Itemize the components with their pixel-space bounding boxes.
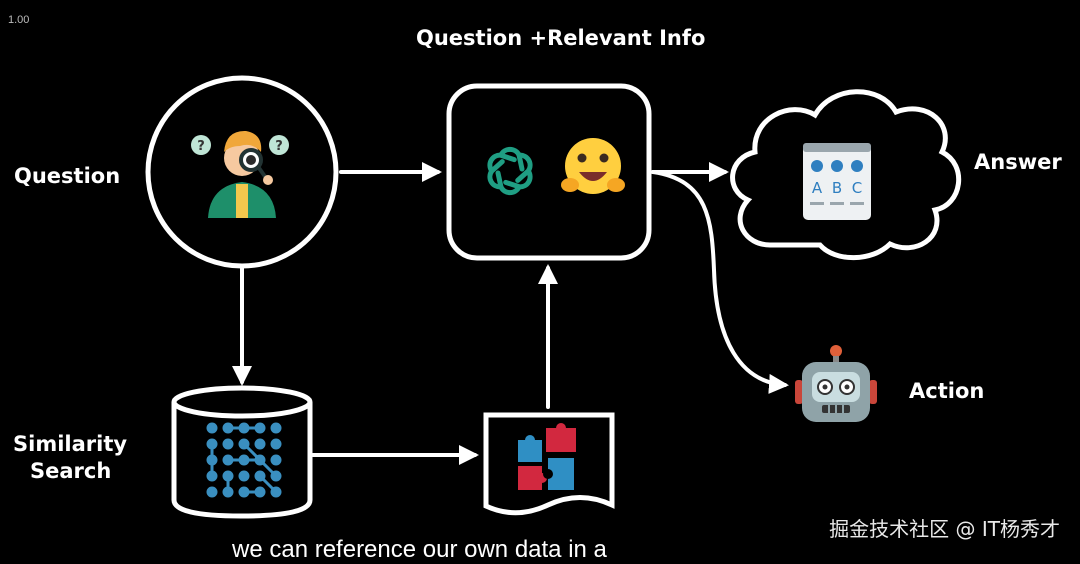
svg-text:?: ? bbox=[275, 139, 283, 154]
watermark: 掘金技术社区 @ IT杨秀才 bbox=[829, 513, 1060, 542]
action-label: Action bbox=[909, 379, 984, 403]
svg-text:?: ? bbox=[197, 139, 205, 154]
multiple-choice-card-icon: A B C bbox=[803, 143, 871, 220]
subtitle-caption: we can reference our own data in a bbox=[232, 536, 607, 564]
svg-text:B: B bbox=[832, 179, 842, 197]
svg-text:C: C bbox=[852, 179, 862, 197]
diagram-title-label: Question +Relevant Info bbox=[416, 26, 705, 50]
robot-icon bbox=[795, 345, 877, 422]
similarity-label-line2: Search bbox=[30, 459, 111, 483]
svg-text:A: A bbox=[812, 179, 823, 197]
question-label: Question bbox=[14, 164, 120, 188]
answer-label: Answer bbox=[974, 150, 1062, 174]
similarity-label-line1: Similarity bbox=[13, 432, 127, 456]
